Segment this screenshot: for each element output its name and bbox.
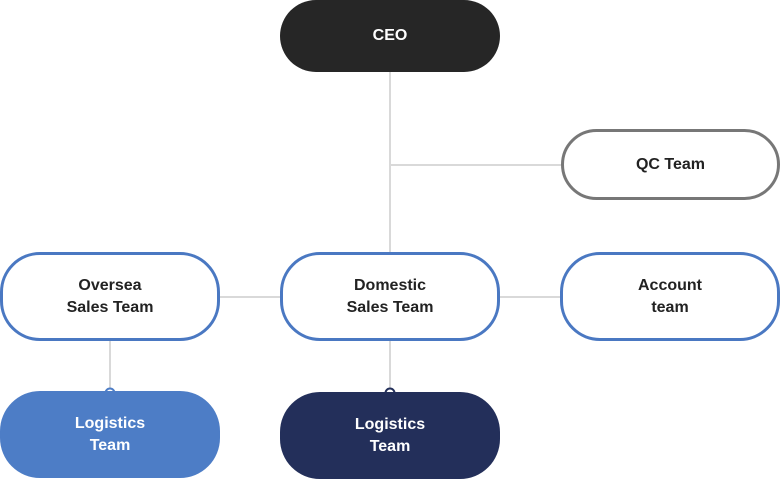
- domestic-sales-team-label: Domestic Sales Team: [346, 276, 434, 316]
- ceo-node: CEO: [280, 0, 500, 72]
- oversea-sales-team-label: Oversea Sales Team: [66, 276, 154, 316]
- oversea-sales-team-node: Oversea Sales Team: [0, 252, 220, 341]
- account-team-node: Account team: [560, 252, 780, 341]
- qc-team-node: QC Team: [561, 129, 780, 200]
- logistics-team-left-node: Logistics Team: [0, 391, 220, 478]
- ceo-label: CEO: [372, 27, 408, 44]
- account-team-label: Account team: [638, 276, 702, 316]
- domestic-sales-team-node: Domestic Sales Team: [280, 252, 500, 341]
- logistics-team-mid-node: Logistics Team: [280, 392, 500, 479]
- logistics-team-left-label: Logistics Team: [74, 414, 146, 454]
- qc-team-label: QC Team: [635, 155, 706, 173]
- logistics-team-mid-label: Logistics Team: [354, 415, 426, 455]
